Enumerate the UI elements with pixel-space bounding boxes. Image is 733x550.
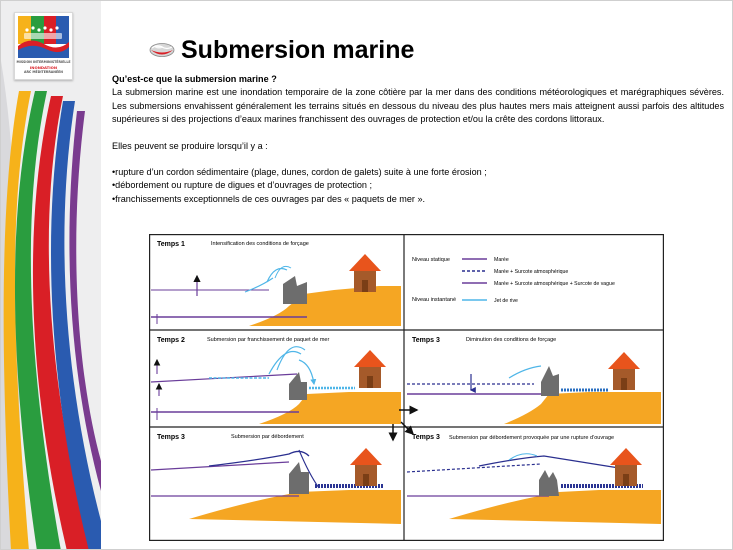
title-row: Submersion marine <box>149 34 414 66</box>
flow-arrows <box>388 405 419 442</box>
legend-item: Marée + Surcote atmosphérique <box>494 269 568 275</box>
panel-label: Temps 3 <box>412 434 440 441</box>
causes-lead: Elles peuvent se produire lorsqu’il y a … <box>112 140 268 151</box>
logo-mark <box>18 16 69 58</box>
section-question: Qu’est-ce que la submersion marine ? <box>112 74 277 84</box>
panel-label: Temps 2 <box>157 337 185 344</box>
legend-item: Jet de rive <box>494 298 518 304</box>
logo: MISSION INTERMINISTÉRIELLE INONDATION AR… <box>14 12 73 80</box>
submersion-diagram: Temps 1 Intensification des conditions d… <box>149 234 664 541</box>
legend-instant-level: Niveau instantané <box>412 297 456 303</box>
logo-line-1: MISSION INTERMINISTÉRIELLE <box>16 60 71 64</box>
panel-caption: Intensification des conditions de forçag… <box>211 241 309 247</box>
logo-line-2: INONDATION <box>29 65 58 70</box>
side-decoration <box>1 1 101 549</box>
panel-temps1: Temps 1 Intensification des conditions d… <box>151 241 401 326</box>
panel-label: Temps 3 <box>157 434 185 441</box>
panel-temps2: Temps 2 Submersion par franchissement de… <box>150 337 401 424</box>
legend-item: Marée + Surcote atmosphérique + Surcote … <box>494 281 615 287</box>
panel-temps3-debordement: Temps 3 Submersion par débordement <box>150 434 401 524</box>
panel-temps3-rupture: Temps 3 Submersion par débordement provo… <box>406 434 661 524</box>
panel-label: Temps 3 <box>412 337 440 344</box>
legend-item: Marée <box>494 257 509 263</box>
panel-caption: Submersion par débordement provoquée par… <box>449 435 614 441</box>
bullet-item: •débordement ou rupture de digues et d’o… <box>112 180 373 191</box>
panel-caption: Diminution des conditions de forçage <box>466 337 556 343</box>
panel-legend: Niveau statique Niveau instantané Marée … <box>412 257 615 304</box>
panel-caption: Submersion par débordement <box>231 434 304 440</box>
panel-label: Temps 1 <box>157 241 185 248</box>
legend-static-level: Niveau statique <box>412 257 450 263</box>
logo-line-3: ARC MÉDITERRANÉEN <box>24 70 63 74</box>
body-text: Qu’est-ce que la submersion marine ? La … <box>112 73 724 206</box>
panel-temps3-diminution: Temps 3 Diminution des conditions de for… <box>407 337 661 424</box>
bullet-item: •rupture d’un cordon sédimentaire (plage… <box>112 167 487 178</box>
panel-caption: Submersion par franchissement de paquet … <box>207 337 329 343</box>
page-title: Submersion marine <box>181 35 415 64</box>
definition-paragraph: La submersion marine est une inondation … <box>112 87 724 125</box>
wave-bowl-icon <box>149 43 175 57</box>
bullet-item: •franchissements exceptionnels de ces ou… <box>112 193 426 204</box>
